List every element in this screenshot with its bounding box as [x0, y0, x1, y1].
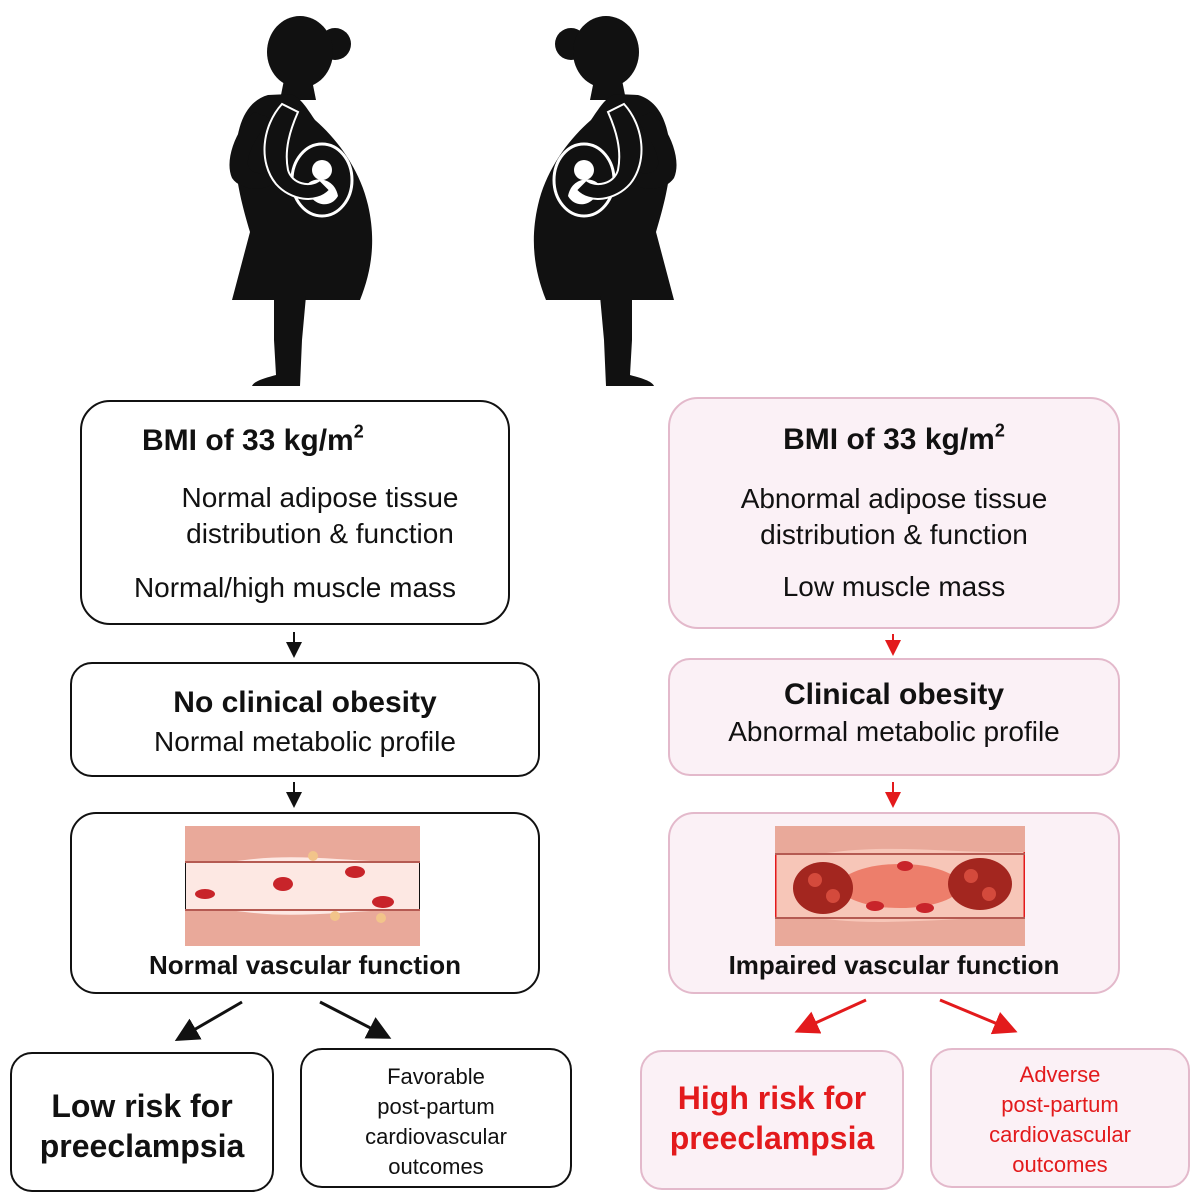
- left-outcome-line2: post-partum: [377, 1094, 495, 1119]
- left-arrow-3: [174, 1000, 243, 1042]
- left-outcome-line4: outcomes: [388, 1154, 484, 1179]
- right-status-subtitle: Abnormal metabolic profile: [728, 716, 1060, 747]
- right-arrow-3: [794, 998, 867, 1034]
- right-status-box: Clinical obesity Abnormal metabolic prof…: [668, 658, 1120, 776]
- left-status-box: No clinical obesity Normal metabolic pro…: [70, 662, 540, 777]
- right-outcome-line3: cardiovascular: [989, 1122, 1131, 1147]
- left-risk-line1: Low risk for: [51, 1088, 233, 1124]
- left-outcome-line3: cardiovascular: [365, 1124, 507, 1149]
- left-bmi-line1: Normal adipose tissue: [181, 482, 459, 513]
- left-bmi-line2: distribution & function: [186, 518, 454, 549]
- right-status-title: Clinical obesity: [783, 678, 1005, 711]
- right-bmi-line2: distribution & function: [760, 519, 1028, 550]
- left-bmi-line3: Normal/high muscle mass: [133, 572, 457, 603]
- left-vascular-caption: Normal vascular function: [148, 950, 462, 980]
- left-status-subtitle: Normal metabolic profile: [154, 726, 456, 757]
- right-outcome-line4: outcomes: [1012, 1152, 1108, 1177]
- normal-vessel-illustration: [185, 826, 420, 946]
- right-bmi-title: BMI of 33 kg/m2: [783, 420, 1005, 456]
- impaired-vessel-illustration: [775, 826, 1025, 946]
- right-bmi-line1: Abnormal adipose tissue: [740, 483, 1048, 514]
- right-outcome-box: Adverse post-partum cardiovascular outco…: [930, 1048, 1190, 1188]
- left-status-title: No clinical obesity: [173, 686, 437, 719]
- pregnant-woman-right-icon: [532, 14, 679, 388]
- silhouettes: [227, 14, 679, 388]
- left-risk-line2: preeclampsia: [39, 1128, 245, 1164]
- left-vascular-box: Normal vascular function: [70, 812, 540, 994]
- left-bmi-box: BMI of 33 kg/m2 Normal adipose tissue di…: [80, 400, 510, 625]
- left-outcome-box: Favorable post-partum cardiovascular out…: [300, 1048, 572, 1188]
- left-bmi-title: BMI of 33 kg/m2: [142, 421, 364, 457]
- right-vascular-caption: Impaired vascular function: [728, 950, 1060, 980]
- pregnant-woman-left-icon: [227, 14, 374, 388]
- right-risk-line2: preeclampsia: [669, 1120, 875, 1156]
- right-risk-box: High risk for preeclampsia: [640, 1050, 904, 1190]
- left-arrow-4: [319, 1000, 392, 1039]
- right-bmi-line3: Low muscle mass: [782, 571, 1006, 602]
- right-risk-line1: High risk for: [677, 1080, 867, 1116]
- right-outcome-line2: post-partum: [1001, 1092, 1119, 1117]
- right-outcome-line1: Adverse: [1019, 1062, 1101, 1087]
- right-bmi-box: BMI of 33 kg/m2 Abnormal adipose tissue …: [668, 397, 1120, 629]
- left-risk-box: Low risk for preeclampsia: [10, 1052, 274, 1192]
- right-arrow-4: [939, 998, 1018, 1035]
- right-vascular-box: Impaired vascular function: [668, 812, 1120, 994]
- left-outcome-line1: Favorable: [387, 1064, 485, 1089]
